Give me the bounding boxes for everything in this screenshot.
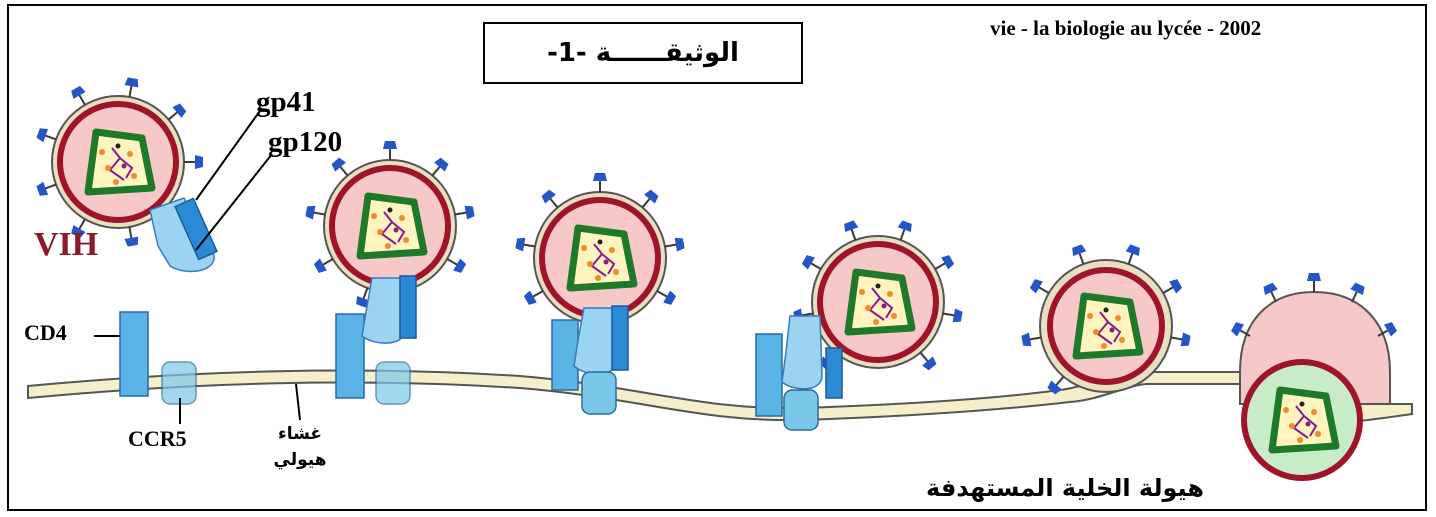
gp120-pointer [195,153,273,251]
figure-frame [7,4,1427,511]
membrane-label-line2: هيولي [273,450,327,470]
gp-spike-3 [573,305,629,376]
gp-spike-2 [361,275,417,344]
cell-membrane [27,369,1413,425]
membrane-label-line1: غشاء [278,424,322,444]
source-citation: vie - la biologie au lycée - 2002 [990,16,1262,40]
ccr5-receptor-4 [783,389,819,431]
ccr5-receptor [161,361,197,405]
ccr5-receptor-2 [375,361,411,405]
cd4-receptor [119,311,149,397]
cd4-receptor-3 [551,319,579,391]
ccr5-label: CCR5 [128,426,187,451]
gp120-label: gp120 [268,126,343,158]
document-title: الوثيقــــــة -1- [483,22,803,84]
cd4-receptor-2 [335,313,365,399]
virus-membrane-fusion [1020,242,1192,397]
gp41-pointer [195,107,263,201]
cytoplasm-label: هيولة الخلية المستهدفة [926,474,1204,502]
gp-spike-4 [781,315,843,399]
cd4-receptor-4 [755,333,783,417]
virus-fused [1229,272,1399,481]
ccr5-receptor-3 [581,371,617,415]
vih-label: VIH [34,226,99,263]
gp41-label: gp41 [256,86,316,118]
gp-spike-large [149,197,218,273]
membrane-pointer [295,383,301,421]
cd4-label: CD4 [24,320,67,345]
